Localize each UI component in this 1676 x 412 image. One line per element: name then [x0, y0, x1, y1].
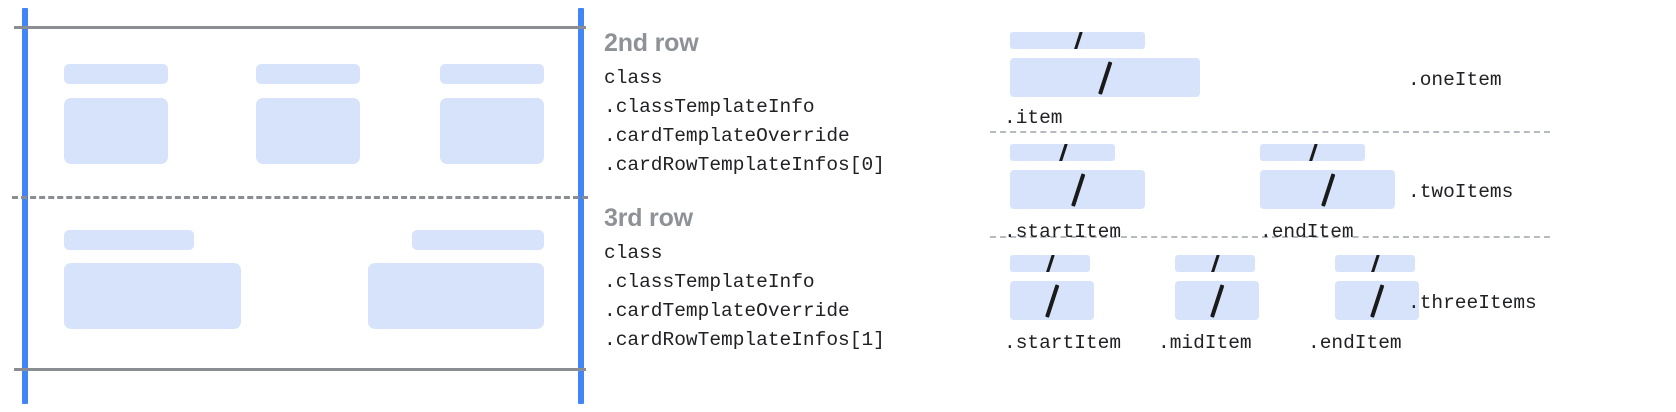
- slot-item-label: .startItem: [1004, 221, 1122, 243]
- placeholder-content-bar: [440, 98, 544, 164]
- variant-name-label: .threeItems: [1408, 292, 1537, 314]
- slash-icon: [1098, 60, 1112, 95]
- variant-slot: [1010, 255, 1090, 272]
- slash-icon: [1073, 32, 1082, 49]
- slot-content-bar: [1175, 281, 1259, 320]
- slot-item-label: .item: [1004, 107, 1063, 129]
- annotation-path-line: .classTemplateInfo: [604, 271, 815, 293]
- variant-slot: [1175, 255, 1255, 272]
- placeholder-label-bar: [64, 230, 194, 250]
- annotation-row-3: 3rd row class .classTemplateInfo .cardTe…: [604, 203, 885, 355]
- annotation-path-line: .cardTemplateOverride: [604, 125, 850, 147]
- variant-one-item: .item .oneItem: [980, 22, 1676, 132]
- slash-icon: [1370, 255, 1380, 272]
- variant-slot: [1260, 170, 1395, 209]
- placeholder-content-bar: [256, 98, 360, 164]
- variant-separator-dashed: [990, 131, 1550, 133]
- slash-icon: [1045, 283, 1059, 318]
- slot-label-bar: [1335, 255, 1415, 272]
- slash-icon: [1320, 172, 1335, 207]
- variant-name-label: .twoItems: [1408, 181, 1514, 203]
- slash-icon: [1045, 255, 1055, 272]
- variant-slot: [1260, 144, 1365, 161]
- left-guide-rail: [22, 8, 28, 404]
- placeholder-label-bar: [412, 230, 544, 250]
- annotation-path-line: class: [604, 242, 663, 264]
- slot-item-label: .endItem: [1308, 332, 1402, 354]
- placeholder-content-bar: [64, 98, 168, 164]
- annotation-row-2: 2nd row class .classTemplateInfo .cardTe…: [604, 28, 885, 180]
- slot-content-bar: [1010, 58, 1200, 97]
- top-boundary-line: [14, 26, 586, 29]
- row-divider-dashed: [12, 196, 588, 199]
- variant-slot: [1335, 281, 1419, 320]
- slash-icon: [1308, 144, 1317, 161]
- variant-two-items: .startItem .endItem .twoItems: [980, 138, 1676, 243]
- slot-item-label: .endItem: [1260, 221, 1354, 243]
- slot-content-bar: [1010, 170, 1145, 209]
- row-layout-variants: .item .oneItem .startItem: [980, 0, 1676, 412]
- variant-slot: [1010, 58, 1200, 97]
- placeholder-label-bar: [64, 64, 168, 84]
- slash-icon: [1058, 144, 1067, 161]
- annotation-path-line: class: [604, 67, 663, 89]
- placeholder-label-bar: [440, 64, 544, 84]
- variant-slot: [1010, 32, 1145, 49]
- slash-icon: [1370, 283, 1384, 318]
- slot-label-bar: [1010, 255, 1090, 272]
- slot-content-bar: [1260, 170, 1395, 209]
- variant-separator-dashed: [990, 236, 1550, 238]
- bottom-boundary-line: [14, 368, 586, 371]
- slot-label-bar: [1010, 144, 1115, 161]
- placeholder-content-bar: [368, 263, 544, 329]
- right-guide-rail: [578, 8, 584, 404]
- slot-item-label: .midItem: [1158, 332, 1252, 354]
- variant-three-items: .startItem .midItem: [980, 245, 1676, 360]
- variant-name-label: .oneItem: [1408, 69, 1502, 91]
- slot-label-bar: [1260, 144, 1365, 161]
- slot-item-label: .startItem: [1004, 332, 1122, 354]
- slot-content-bar: [1335, 281, 1419, 320]
- placeholder-content-bar: [64, 263, 241, 329]
- variant-slot: [1010, 170, 1145, 209]
- card-row-wireframe: [0, 0, 600, 412]
- slot-label-bar: [1010, 32, 1145, 49]
- annotation-path-line: .cardRowTemplateInfos[0]: [604, 154, 885, 176]
- annotation-path-line: .cardRowTemplateInfos[1]: [604, 329, 885, 351]
- slash-icon: [1070, 172, 1085, 207]
- annotation-path-line: .cardTemplateOverride: [604, 300, 850, 322]
- slot-label-bar: [1175, 255, 1255, 272]
- variant-slot: [1010, 281, 1094, 320]
- variant-slot: [1335, 255, 1415, 272]
- slot-content-bar: [1010, 281, 1094, 320]
- annotation-title: 2nd row: [604, 29, 699, 57]
- slash-icon: [1210, 255, 1220, 272]
- annotation-path-line: .classTemplateInfo: [604, 96, 815, 118]
- variant-slot: [1175, 281, 1259, 320]
- annotation-title: 3rd row: [604, 204, 693, 232]
- placeholder-label-bar: [256, 64, 360, 84]
- slash-icon: [1210, 283, 1224, 318]
- variant-slot: [1010, 144, 1115, 161]
